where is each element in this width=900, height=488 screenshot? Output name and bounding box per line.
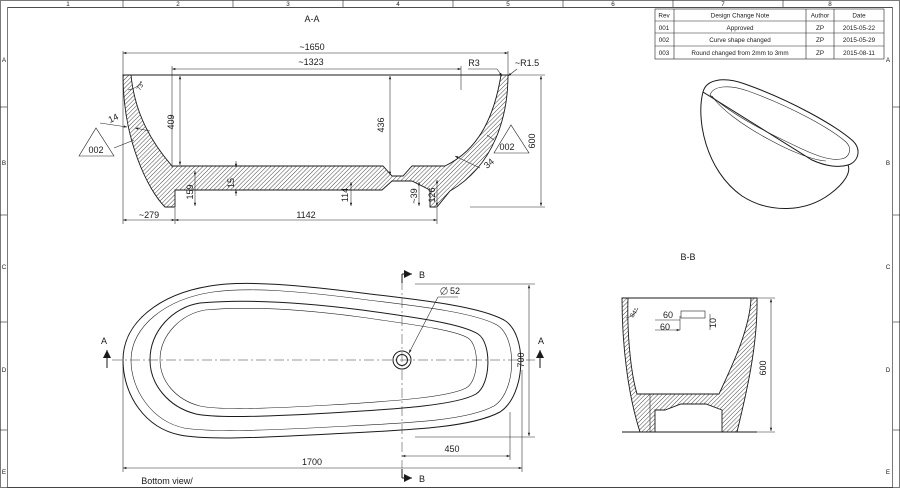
col-label: 7 xyxy=(721,1,725,8)
dim-angle: 73° xyxy=(135,79,147,92)
tub-outer-outline xyxy=(122,282,522,439)
row-label: A xyxy=(886,57,891,64)
col-label: 5 xyxy=(506,1,510,8)
section-a-marker-right: A xyxy=(538,336,544,346)
rev-mark-left: 002 xyxy=(88,145,103,155)
table-cell: Approved xyxy=(727,25,754,32)
section-bb-view: B-B 84° 60 60 10 600 xyxy=(621,252,775,433)
dim-height: 600 xyxy=(527,133,537,148)
row-label: D xyxy=(886,367,891,374)
rev-mark-right: 002 xyxy=(499,142,514,152)
section-aa-view: A-A ~1650 ~1323 R3 ~R1.5 73° 14 002 409 xyxy=(78,14,545,224)
dim-base-thickness: 15 xyxy=(226,178,236,188)
note-header: Design Change Note xyxy=(711,13,770,20)
col-label: 6 xyxy=(611,1,615,8)
section-aa-title: A-A xyxy=(304,14,319,24)
table-cell: ZP xyxy=(816,37,824,44)
col-label: 1 xyxy=(66,1,70,8)
dim-overall-length: ~1650 xyxy=(299,42,324,52)
col-label: 3 xyxy=(286,1,290,8)
tub-wall-section xyxy=(122,74,509,208)
table-cell: 002 xyxy=(659,37,670,44)
dim-inner-length: ~1323 xyxy=(298,57,323,67)
row-label: D xyxy=(2,367,7,374)
row-label: C xyxy=(886,264,891,271)
dim-inner-depth-center: 436 xyxy=(376,117,386,132)
dim-length: 1700 xyxy=(302,457,322,467)
bottom-view-caption: Bottom view/ xyxy=(141,476,193,486)
row-label: C xyxy=(2,264,7,271)
bottom-view: Bottom view/ A A B B 52 700 xyxy=(101,270,544,486)
dim-drain-offset: 450 xyxy=(444,444,459,454)
dim-drain-height: 114 xyxy=(340,188,350,202)
section-bb-wall xyxy=(621,297,758,433)
row-label: A xyxy=(2,57,7,64)
dim-foot-offset: ~279 xyxy=(139,210,159,220)
drain-outer-circle xyxy=(392,350,412,370)
row-label: B xyxy=(886,160,890,167)
col-label: 2 xyxy=(176,1,180,8)
dim-bb-drain-w1: 60 xyxy=(663,310,673,320)
row-label: E xyxy=(2,469,6,476)
dim-bb-drain-h: 10 xyxy=(708,318,718,328)
isometric-tub-view xyxy=(700,79,859,209)
dim-bb-height: 600 xyxy=(758,360,768,375)
dim-wall-thickness: 14 xyxy=(107,112,120,125)
revision-table: Rev Design Change Note Author Date 001 A… xyxy=(654,8,885,60)
dim-wall-right: 34 xyxy=(482,156,496,170)
section-bb-title: B-B xyxy=(680,252,695,262)
table-cell: ZP xyxy=(816,50,824,57)
table-cell: Curve shape changed xyxy=(709,37,771,44)
table-cell: 003 xyxy=(659,50,670,57)
dim-bb-angle: 84° xyxy=(628,306,640,319)
dim-drain-diameter: 52 xyxy=(450,286,460,296)
dim-radius-lip: ~R1.5 xyxy=(515,58,539,68)
row-label: E xyxy=(886,469,890,476)
row-label: B xyxy=(2,160,6,167)
table-cell: 001 xyxy=(659,25,670,32)
dim-foot-length: 1142 xyxy=(296,210,315,220)
table-cell: 2015-05-22 xyxy=(843,25,876,32)
dim-bb-drain-w2: 60 xyxy=(660,322,670,332)
table-cell: ZP xyxy=(816,25,824,32)
col-label: 4 xyxy=(396,1,400,8)
date-header: Date xyxy=(852,13,866,20)
dim-drain-rim: 126 xyxy=(427,187,437,202)
section-b-marker-bottom: B xyxy=(419,474,425,484)
dim-base-height: 159 xyxy=(185,184,195,199)
dim-drain-offset: ~39 xyxy=(409,188,419,203)
rev-header: Rev xyxy=(658,13,670,20)
col-label: 8 xyxy=(828,1,832,8)
dim-radius-r3: R3 xyxy=(468,58,480,68)
dim-inner-depth-left: 409 xyxy=(166,114,176,129)
author-header: Author xyxy=(811,13,830,20)
table-cell: 2015-05-29 xyxy=(843,37,876,44)
table-cell: 2015-08-11 xyxy=(843,50,875,57)
dim-width: 700 xyxy=(516,352,526,367)
table-cell: Round changed from 2mm to 3mm xyxy=(691,50,788,57)
section-b-marker-top: B xyxy=(419,270,425,280)
section-a-marker-left: A xyxy=(101,336,107,346)
